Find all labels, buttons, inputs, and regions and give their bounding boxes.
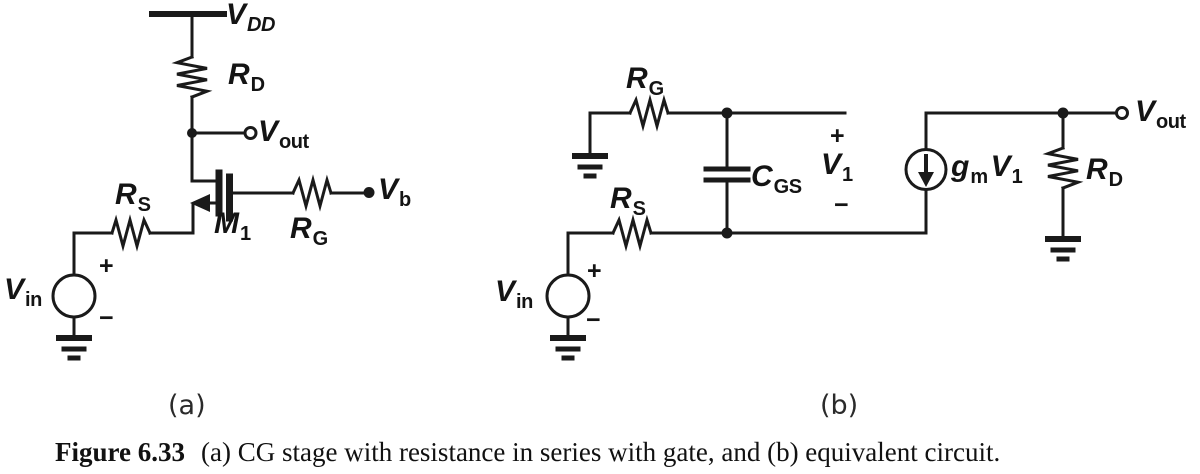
caption-text: (a) CG stage with resistance in series w… bbox=[201, 437, 1001, 467]
label-rd-a: RD bbox=[228, 58, 265, 96]
plus-sign-vin-a: + bbox=[99, 252, 114, 280]
minus-sign-v1: − bbox=[834, 191, 849, 219]
label-vout-b: Vout bbox=[1135, 95, 1186, 133]
vdd-rail-icon bbox=[149, 11, 227, 59]
minus-sign-vin-a: − bbox=[99, 304, 114, 332]
resistor-rs-b-icon bbox=[566, 214, 928, 252]
sublabel-a: (a) bbox=[168, 390, 206, 421]
mosfet-m1-icon bbox=[148, 131, 295, 235]
vin-source-a-icon bbox=[51, 273, 97, 319]
label-v1: V1 bbox=[821, 148, 853, 186]
vin-source-b-icon bbox=[545, 231, 591, 338]
label-vb: Vb bbox=[378, 173, 411, 211]
label-rg-a: RG bbox=[290, 212, 328, 250]
resistor-rg-a-icon bbox=[291, 174, 366, 212]
resistor-rd-a-icon bbox=[171, 55, 213, 135]
resistor-rd-b-icon bbox=[1042, 111, 1084, 239]
label-rg-b: RG bbox=[626, 62, 664, 100]
label-rd-b: RD bbox=[1086, 153, 1123, 191]
label-rs-b: RS bbox=[610, 182, 646, 220]
vb-terminal-dot bbox=[363, 187, 375, 198]
label-cgs: CGS bbox=[751, 160, 802, 198]
label-vdd: VDD bbox=[226, 0, 275, 36]
label-vin-a: Vin bbox=[4, 273, 42, 311]
capacitor-cgs-icon bbox=[703, 111, 751, 235]
label-vin-b: Vin bbox=[495, 275, 533, 313]
figure-caption: Figure 6.33 (a) CG stage with resistance … bbox=[55, 437, 1001, 468]
current-source-gmv1-icon bbox=[904, 111, 1065, 235]
caption-figure-number: Figure 6.33 bbox=[55, 437, 185, 467]
resistor-rs-a-icon bbox=[72, 214, 152, 277]
label-rs-a: RS bbox=[115, 178, 151, 216]
vout-terminal-a bbox=[190, 126, 258, 140]
ground-icon-rg-b bbox=[572, 111, 608, 179]
minus-sign-vin-b: − bbox=[586, 306, 601, 334]
ground-icon-vin-a bbox=[56, 315, 92, 361]
sublabel-b: (b) bbox=[820, 390, 859, 421]
label-m1: M1 bbox=[214, 207, 251, 245]
ground-icon-rd-b bbox=[1045, 236, 1081, 262]
label-vout-a: Vout bbox=[258, 115, 309, 153]
resistor-rg-b-icon bbox=[588, 94, 729, 132]
plus-sign-v1: + bbox=[830, 122, 845, 150]
vout-terminal-b bbox=[1061, 106, 1129, 120]
ground-icon-vin-b bbox=[550, 335, 586, 361]
plus-sign-vin-b: + bbox=[587, 257, 602, 285]
